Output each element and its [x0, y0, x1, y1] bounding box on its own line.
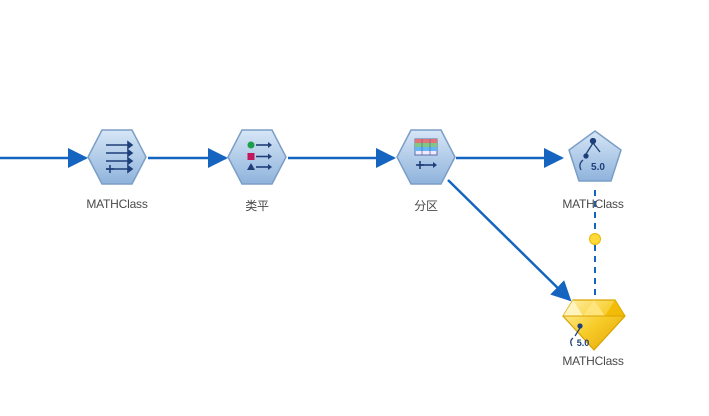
model-nugget-icon: [570, 323, 583, 347]
balance-shapes-icon: [247, 141, 272, 170]
c50-tree-modeler-icon: [579, 137, 601, 171]
node-label-c50: MATHClass: [562, 197, 624, 211]
partition-grid-icon: [414, 138, 438, 169]
node-model-nugget[interactable]: 5.0: [562, 299, 626, 351]
node-label-partition: 分区: [414, 199, 438, 213]
nugget-badge: 5.0: [577, 338, 590, 348]
node-type[interactable]: [87, 129, 147, 185]
node-label-type: MATHClass: [86, 197, 148, 211]
node-label-balance: 类平: [245, 199, 269, 213]
link-partition-to-nugget[interactable]: [447, 179, 572, 302]
c50-badge: 5.0: [591, 162, 605, 173]
node-label-nugget: MATHClass: [562, 354, 624, 368]
node-balance[interactable]: [227, 129, 287, 185]
model-link-dot: [589, 233, 601, 245]
node-partition[interactable]: [396, 129, 456, 185]
field-type-arrows-icon: [106, 140, 134, 174]
node-c50-modeler[interactable]: 5.0: [568, 130, 622, 182]
